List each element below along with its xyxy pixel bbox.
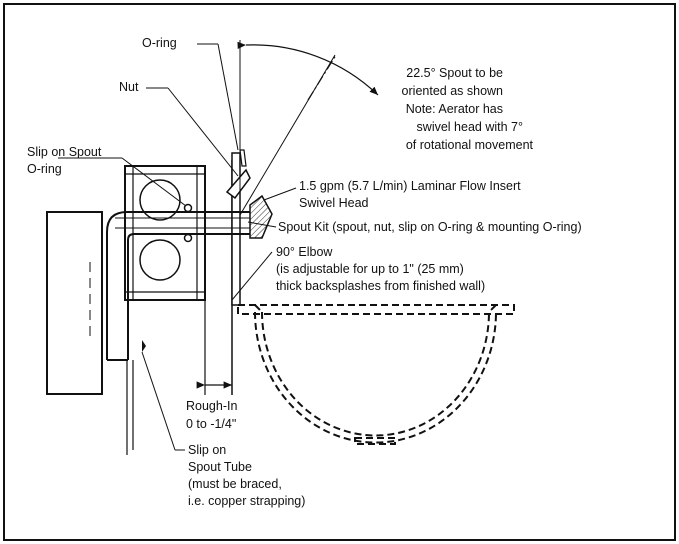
- label-flow-insert: 1.5 gpm (5.7 L/min) Laminar Flow Insert …: [299, 179, 521, 210]
- label-angle-note-line4: swivel head with 7°: [417, 120, 523, 134]
- label-elbow-line3: thick backsplashes from finished wall): [276, 279, 485, 293]
- spout-angle-indicator: [237, 40, 379, 216]
- mounting-oring: [239, 149, 247, 167]
- label-spout-tube-line1: Slip on: [188, 443, 226, 457]
- label-elbow: 90° Elbow (is adjustable for up to 1" (2…: [276, 245, 485, 293]
- label-spout-tube-line4: i.e. copper strapping): [188, 494, 305, 508]
- label-spout-kit: Spout Kit (spout, nut, slip on O-ring & …: [278, 220, 582, 234]
- label-elbow-line1: 90° Elbow: [276, 245, 333, 259]
- fixture-housing: [46, 211, 103, 395]
- label-flow-insert-line2: Swivel Head: [299, 196, 369, 210]
- label-angle-note: 22.5° Spout to be oriented as shown Note…: [402, 66, 534, 152]
- label-angle-note-line5: of rotational movement: [406, 138, 534, 152]
- label-slip-spout-oring-line1: Slip on Spout: [27, 145, 102, 159]
- label-slip-spout-oring-line2: O-ring: [27, 162, 62, 176]
- label-flow-insert-line1: 1.5 gpm (5.7 L/min) Laminar Flow Insert: [299, 179, 521, 193]
- slip-oring-top: [183, 203, 193, 213]
- label-angle-note-line3: Note: Aerator has: [406, 102, 503, 116]
- spout-tube-elbow: [106, 211, 250, 361]
- label-slip-spout-oring: Slip on Spout O-ring: [27, 145, 102, 176]
- label-oring: O-ring: [142, 36, 177, 50]
- basin-outline: [237, 304, 515, 445]
- label-angle-note-line1: 22.5° Spout to be: [406, 66, 503, 80]
- aerator-swivel-head: [249, 194, 273, 239]
- label-rough-in-line1: Rough-In: [186, 399, 237, 413]
- label-rough-in-line2: 0 to -1/4": [186, 417, 236, 431]
- label-elbow-line2: (is adjustable for up to 1" (25 mm): [276, 262, 464, 276]
- label-nut: Nut: [119, 80, 139, 94]
- label-spout-tube: Slip on Spout Tube (must be braced, i.e.…: [188, 443, 305, 508]
- slip-oring-bottom: [183, 233, 193, 243]
- backsplash-plate: [231, 152, 241, 306]
- label-spout-tube-line2: Spout Tube: [188, 460, 252, 474]
- diagram-frame: [3, 3, 676, 541]
- label-spout-tube-line3: (must be braced,: [188, 477, 282, 491]
- label-angle-note-line2: oriented as shown: [402, 84, 504, 98]
- leader-lines: [58, 43, 297, 451]
- label-rough-in: Rough-In 0 to -1/4": [186, 399, 237, 431]
